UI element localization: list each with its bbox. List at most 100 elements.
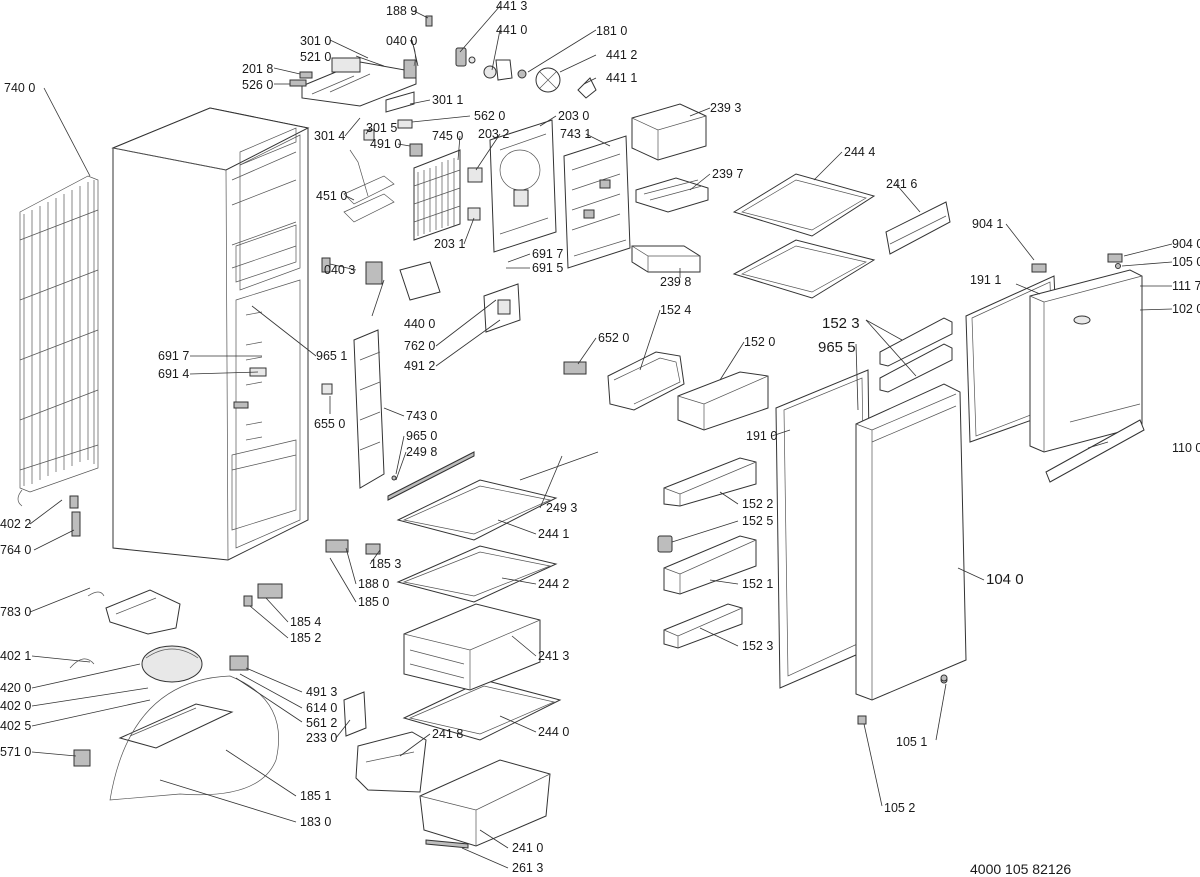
part-label: 233 0 [306, 731, 337, 745]
part-label: 402 1 [0, 649, 31, 663]
part-label: 402 0 [0, 699, 31, 713]
fridge-door [775, 369, 967, 723]
part-label: 040 3 [324, 263, 355, 277]
part-label: 241 8 [432, 727, 463, 741]
part-label: 745 0 [432, 129, 463, 143]
part-label: 743 0 [406, 409, 437, 423]
part-label: 203 0 [558, 109, 589, 123]
part-label: 185 4 [290, 615, 321, 629]
part-label: 183 0 [300, 815, 331, 829]
part-label: 185 3 [370, 557, 401, 571]
part-label: 152 4 [660, 303, 691, 317]
part-label: 491 3 [306, 685, 337, 699]
part-label: 491 0 [370, 137, 401, 151]
part-label: 188 0 [358, 577, 389, 591]
part-label: 244 2 [538, 577, 569, 591]
part-label: 402 2 [0, 517, 31, 531]
part-label: 965 1 [316, 349, 347, 363]
part-label: 152 5 [742, 514, 773, 528]
part-label: 441 1 [606, 71, 637, 85]
part-label: 261 3 [512, 861, 543, 875]
part-label: 244 4 [844, 145, 875, 159]
part-label: 301 1 [432, 93, 463, 107]
crisper-drawers [355, 603, 551, 849]
part-label: 904 0 [1172, 237, 1200, 251]
evaporator [343, 143, 483, 241]
part-label: 152 0 [744, 335, 775, 349]
freezer-door [965, 253, 1145, 483]
refrigerator-cabinet [111, 107, 310, 561]
part-label: 691 5 [532, 261, 563, 275]
hinges [857, 674, 948, 725]
part-label: 244 1 [538, 527, 569, 541]
top-control-parts [289, 15, 433, 141]
part-label: 740 0 [4, 81, 35, 95]
compressor-assembly [69, 495, 367, 801]
part-label: 655 0 [314, 417, 345, 431]
rear-panel [489, 119, 557, 253]
part-label: 239 3 [710, 101, 741, 115]
part-label: 441 2 [606, 48, 637, 62]
part-label: 614 0 [306, 701, 337, 715]
part-label: 904 1 [972, 217, 1003, 231]
part-label: 783 0 [0, 605, 31, 619]
part-label: 691 4 [158, 367, 189, 381]
part-label: 491 2 [404, 359, 435, 373]
part-label: 764 0 [0, 543, 31, 557]
part-label: 571 0 [0, 745, 31, 759]
part-label: 526 0 [242, 78, 273, 92]
part-label: 185 2 [290, 631, 321, 645]
part-label: 105 0 [1172, 255, 1200, 269]
part-label: 104 0 [986, 571, 1024, 588]
part-label: 420 0 [0, 681, 31, 695]
part-label: 201 8 [242, 62, 273, 76]
part-label: 203 2 [478, 127, 509, 141]
part-label: 402 5 [0, 719, 31, 733]
part-label: 249 3 [546, 501, 577, 515]
document-number: 4000 105 82126 [970, 861, 1071, 877]
part-label: 105 1 [896, 735, 927, 749]
part-label: 441 0 [496, 23, 527, 37]
part-label: 691 7 [158, 349, 189, 363]
part-label: 244 0 [538, 725, 569, 739]
part-label: 111 7 [1172, 279, 1200, 293]
glass-shelves [387, 451, 599, 741]
part-label: 185 0 [358, 595, 389, 609]
part-label: 152 1 [742, 577, 773, 591]
part-label: 762 0 [404, 339, 435, 353]
part-label: 965 5 [818, 339, 856, 356]
door-bins [563, 317, 953, 649]
part-label: 521 0 [300, 50, 331, 64]
part-label: 152 2 [742, 497, 773, 511]
part-label: 110 0 [1172, 441, 1200, 455]
part-label: 301 0 [300, 34, 331, 48]
condenser-coil [17, 175, 99, 507]
part-label: 451 0 [316, 189, 347, 203]
part-label: 102 0 [1172, 302, 1200, 316]
part-label: 152 3 [742, 639, 773, 653]
part-label: 152 3 [822, 315, 860, 332]
part-label: 188 9 [386, 4, 417, 18]
ice-tray-parts [631, 103, 709, 273]
part-label: 239 8 [660, 275, 691, 289]
part-label: 652 0 [598, 331, 629, 345]
part-label: 441 3 [496, 0, 527, 13]
part-label: 241 6 [886, 177, 917, 191]
part-label: 241 0 [512, 841, 543, 855]
freezer-shelves [732, 173, 951, 299]
part-label: 185 1 [300, 789, 331, 803]
part-label: 301 5 [366, 121, 397, 135]
part-label: 562 0 [474, 109, 505, 123]
part-label: 743 1 [560, 127, 591, 141]
control-board [563, 135, 631, 269]
interior-parts [243, 257, 521, 607]
part-label: 191 0 [746, 429, 777, 443]
part-label: 203 1 [434, 237, 465, 251]
part-label: 181 0 [596, 24, 627, 38]
part-label: 301 4 [314, 129, 345, 143]
part-label: 040 0 [386, 34, 417, 48]
part-label: 691 7 [532, 247, 563, 261]
part-label: 965 0 [406, 429, 437, 443]
